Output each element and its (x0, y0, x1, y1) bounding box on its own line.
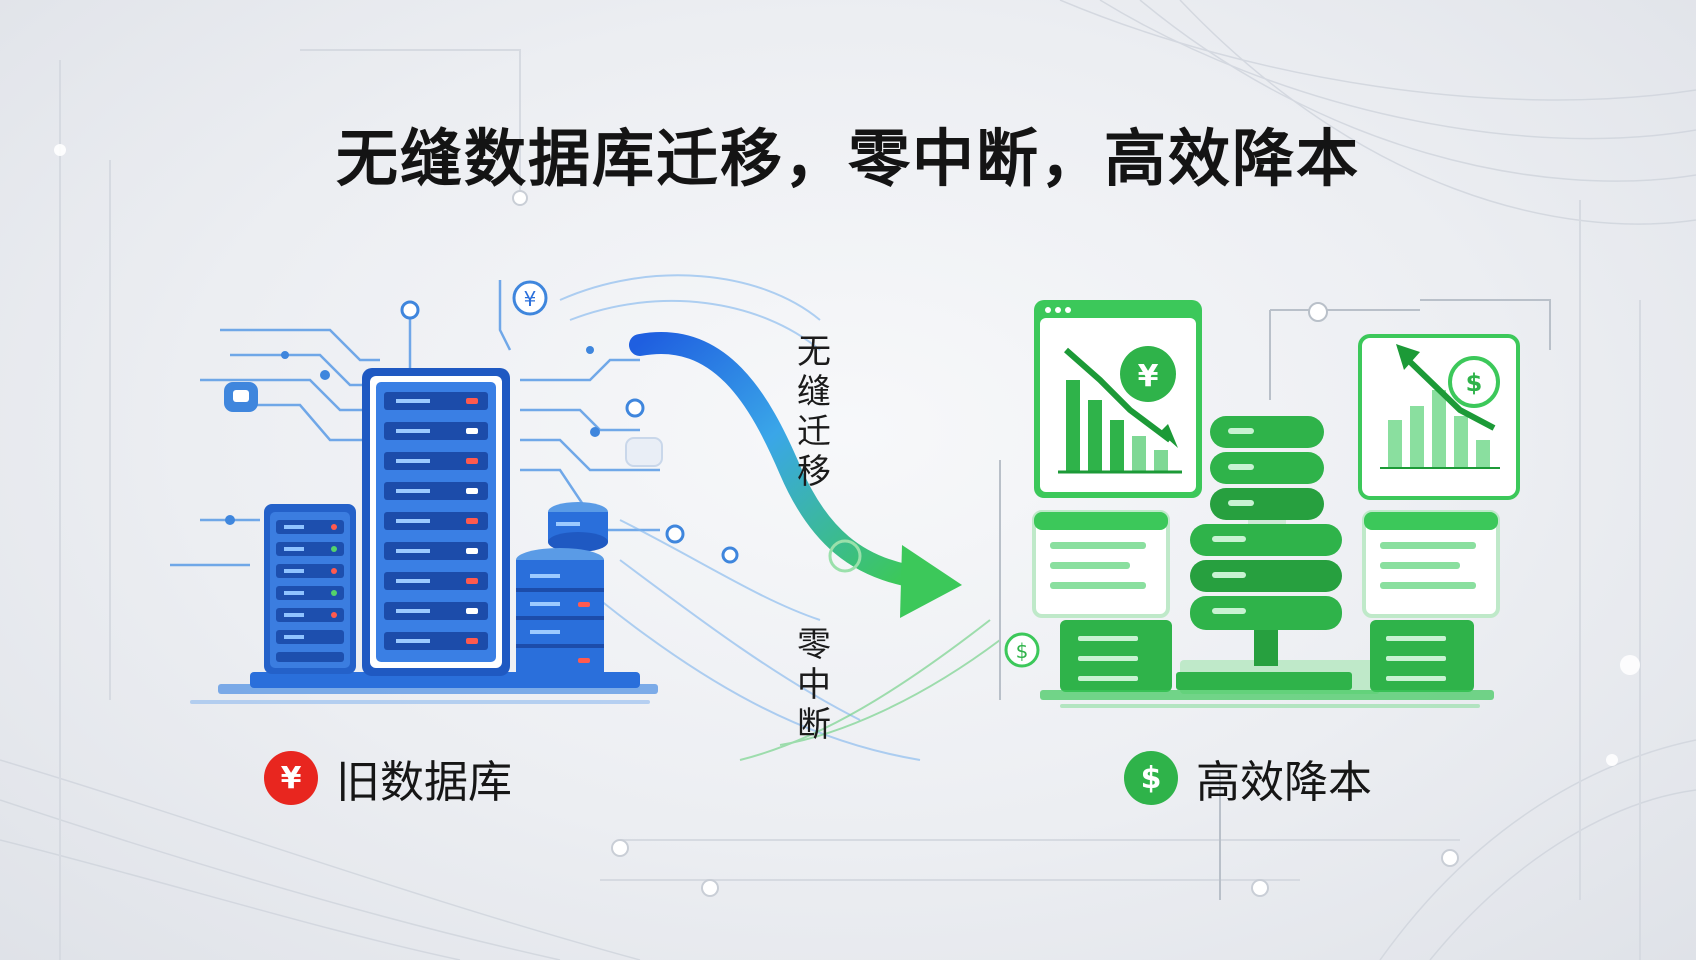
piggy-bank-icon: $ (1124, 751, 1178, 805)
svg-text:$: $ (1466, 369, 1483, 397)
migration-char: 缝 (797, 372, 831, 412)
interruption-char: 零 (797, 625, 831, 665)
legacy-database-caption: ¥ 旧数据库 (264, 746, 512, 810)
cost-reduction-label: 高效降本 (1196, 757, 1372, 808)
cost-reduction-caption: $ 高效降本 (1124, 746, 1372, 810)
yuan-icon: ¥ (264, 751, 318, 805)
migration-char: 无 (797, 332, 831, 372)
interruption-char: 断 (797, 705, 831, 745)
interruption-char: 中 (797, 665, 831, 705)
page-title: 无缝数据库迁移，零中断，高效降本 (335, 122, 1360, 195)
zero-interruption-label: 零 中 断 (784, 625, 844, 745)
svg-text:$: $ (1016, 639, 1029, 663)
svg-text:¥: ¥ (524, 287, 537, 311)
seamless-migration-label: 无 缝 迁 移 (784, 332, 844, 492)
legacy-database-label: 旧数据库 (336, 757, 512, 808)
migration-char: 移 (797, 452, 831, 492)
svg-text:¥: ¥ (1138, 359, 1159, 394)
migration-char: 迁 (797, 412, 831, 452)
